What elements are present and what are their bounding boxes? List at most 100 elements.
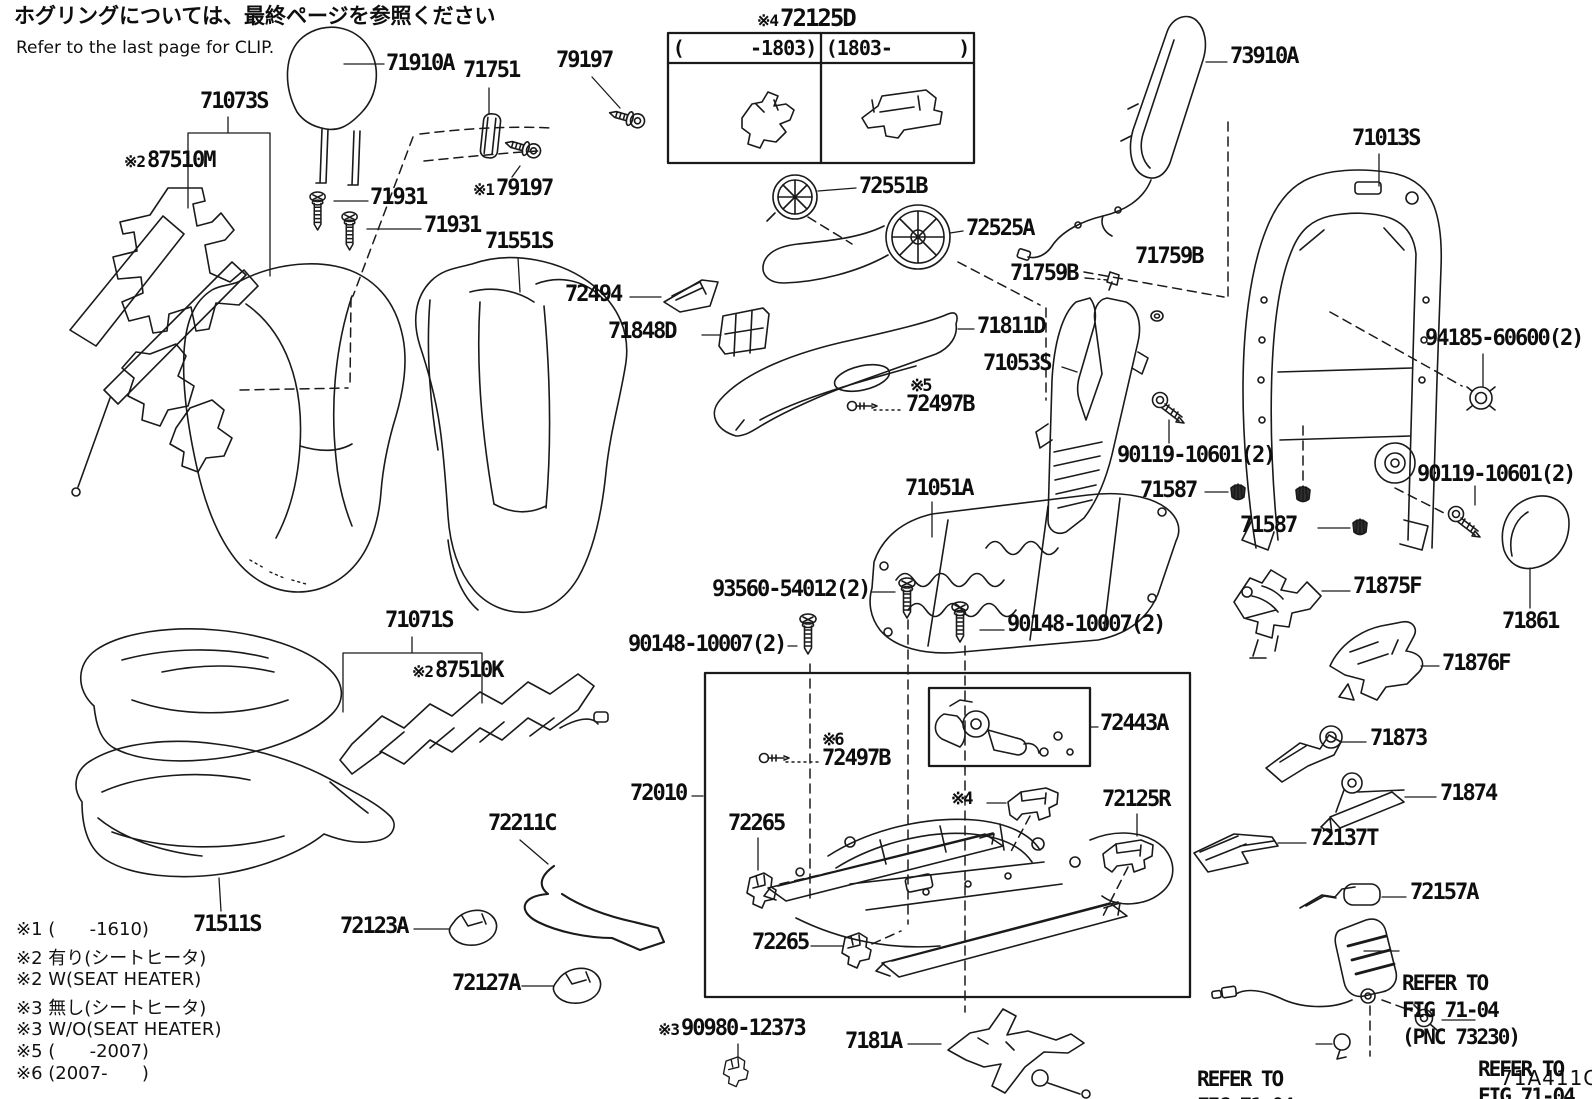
- dashed-lines: [239, 121, 1463, 1057]
- label-72551b: 72551B: [859, 174, 928, 199]
- bracket-lines: [187, 116, 483, 713]
- label-94185: 94185-60600(2): [1425, 326, 1584, 351]
- bolt-90119-right: [1447, 505, 1481, 538]
- label-79197-2: ※179197: [473, 176, 554, 201]
- screw-90148-left: [799, 613, 817, 655]
- label-71587-2: 71587: [1240, 513, 1298, 538]
- note-english: Refer to the last page for CLIP.: [16, 38, 275, 58]
- tray-72137t: [1193, 833, 1279, 873]
- legend-line-2a: ※2 有り(シートヒータ): [16, 948, 207, 969]
- table-72125d-box: [666, 31, 976, 165]
- label-72497b-2: 72497B: [822, 746, 891, 771]
- label-72494: 72494: [565, 282, 623, 307]
- label-87510k: ※287510K: [412, 658, 505, 683]
- label-90148-1: 90148-10007(2): [628, 632, 787, 657]
- label-71861: 71861: [1502, 609, 1560, 634]
- screw-90148-right: [951, 601, 969, 643]
- label-72443a: 72443A: [1100, 711, 1169, 736]
- clip-72125d-in-box: [1007, 787, 1059, 821]
- hog-ring-pattern-87510m: [69, 187, 259, 497]
- clip-90980: [722, 1056, 749, 1088]
- grommet-71587-c: [1352, 518, 1368, 536]
- nut-94185: [1466, 386, 1496, 411]
- label-72497b-1: 72497B: [906, 392, 975, 417]
- cap-71861: [1501, 495, 1570, 570]
- side-airbag-73910a: [1120, 15, 1207, 179]
- table-col-left: ( -1803): [672, 36, 818, 60]
- grommet-71587-a: [1230, 483, 1246, 501]
- clip-72123a: [448, 909, 498, 947]
- hog-ring-plate-87510k: [339, 673, 609, 775]
- cap-72551b: [766, 174, 818, 222]
- clip-72127a: [552, 967, 602, 1005]
- table-title: ※472125D: [757, 4, 857, 32]
- label-72157a: 72157A: [1410, 880, 1479, 905]
- label-72265-2: 72265: [752, 930, 810, 955]
- label-93560: 93560-54012(2): [712, 577, 871, 602]
- label-72525a: 72525A: [966, 216, 1035, 241]
- label-90119-2: 90119-10601(2): [1417, 462, 1576, 487]
- label-7181a: 7181A: [845, 1029, 903, 1054]
- clip-pnc73214: [1333, 1033, 1351, 1060]
- label-71811d: 71811D: [977, 314, 1046, 339]
- seat-belt-buckle: [1211, 918, 1398, 1008]
- label-72010: 72010: [630, 781, 688, 806]
- label-72211c: 72211C: [488, 811, 557, 836]
- marker-6: ※6: [822, 730, 845, 750]
- legend-line-5: ※5 ( -2007): [16, 1041, 149, 1062]
- legend-line-6: ※6 (2007- ): [16, 1063, 149, 1084]
- bracket-71875f: [1233, 569, 1322, 659]
- screw-72497b-upper: [846, 400, 878, 412]
- screw-72497b-lower: [758, 752, 790, 764]
- label-72127a: 72127A: [452, 971, 521, 996]
- note-japanese: ホグリングについては、最終ページを参照ください: [14, 4, 496, 28]
- pin-71751: [479, 112, 502, 159]
- marker-5: ※5: [910, 376, 933, 396]
- seat-back-cover-drawing: [414, 256, 628, 614]
- label-71051a: 71051A: [905, 476, 974, 501]
- seat-cushion-pad-drawing: [80, 628, 343, 762]
- label-71587-1: 71587: [1140, 478, 1198, 503]
- label-71931-1: 71931: [370, 185, 428, 210]
- valance-71811d: [713, 312, 958, 437]
- bolts-79197: [502, 105, 647, 161]
- label-73910a: 73910A: [1230, 44, 1299, 69]
- label-71013s: 71013S: [1352, 126, 1421, 151]
- label-71876f: 71876F: [1442, 651, 1511, 676]
- label-71759b-2: 71759B: [1135, 244, 1204, 269]
- label-71931-2: 71931: [424, 213, 482, 238]
- lever-7181a: [947, 1008, 1091, 1099]
- legend-line-3b: ※3 W/O(SEAT HEATER): [16, 1019, 222, 1040]
- back-board-71053s: [1035, 297, 1149, 535]
- label-71053s: 71053S: [983, 351, 1052, 376]
- cover-71848d: [718, 307, 770, 357]
- label-79197: 79197: [556, 48, 614, 73]
- label-71511s: 71511S: [193, 912, 262, 937]
- diagram-code: 71A411G: [1500, 1066, 1592, 1090]
- legend-line-2b: ※2 W(SEAT HEATER): [16, 969, 202, 990]
- clip-72265-b: [841, 932, 872, 969]
- wire-harness-71759b: [1016, 179, 1164, 322]
- label-71848d: 71848D: [608, 319, 677, 344]
- lock-assy-72443a: [934, 699, 1074, 757]
- label-71071s: 71071S: [385, 608, 454, 633]
- label-90980: ※390980-12373: [658, 1016, 807, 1041]
- seat-cushion-cover-drawing: [75, 740, 395, 878]
- label-90119-1: 90119-10601(2): [1117, 443, 1276, 468]
- label-71873: 71873: [1370, 726, 1428, 751]
- label-71874: 71874: [1440, 781, 1498, 806]
- headrest-drawing: [286, 26, 378, 186]
- label-71751: 71751: [463, 58, 521, 83]
- handle-72525a: [762, 204, 951, 284]
- seat-track-box: [703, 671, 1192, 999]
- anchor-bolt: [1413, 1004, 1439, 1032]
- label-71875f: 71875F: [1353, 574, 1422, 599]
- bracket-72157a: [1299, 883, 1381, 909]
- label-71759b-1: 71759B: [1010, 261, 1079, 286]
- seat-track-drawing: [763, 818, 1174, 978]
